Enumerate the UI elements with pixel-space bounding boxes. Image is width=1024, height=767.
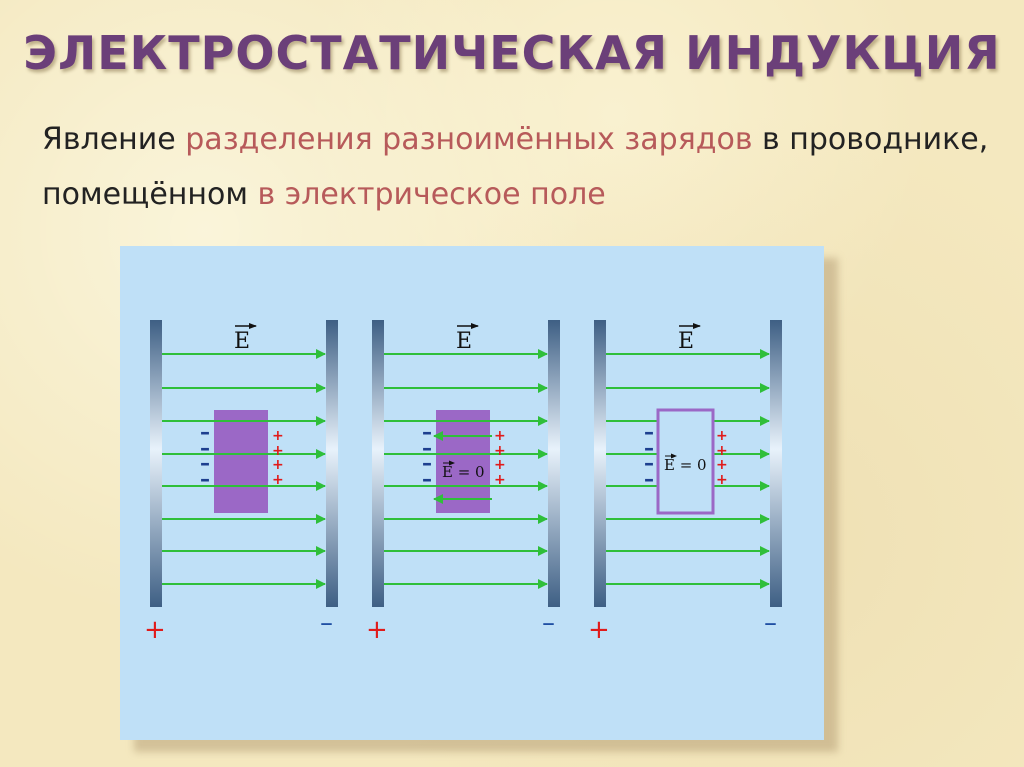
definition-part-3: в проводнике, помещённом [42, 122, 989, 212]
panel-1-induced-plus-4: + [272, 472, 284, 488]
panel-2-induced-minus-1: – [422, 420, 432, 444]
panel-1-plate-plus-sign: + [144, 615, 166, 645]
panel-2-field-label: E [456, 329, 472, 354]
definition-text: Явление разделения разноимённых зарядов … [42, 112, 1002, 222]
panel-2-induced-plus-3: + [494, 457, 506, 473]
panel-3-field-label: E [678, 329, 694, 354]
panel-3-induced-minus-1: – [644, 420, 654, 444]
panel-2-induced-minus-4: – [422, 467, 432, 491]
panel-2-conductor [436, 410, 490, 513]
panel-1-negative-plate [326, 320, 338, 607]
panel-1-induced-minus-4: – [200, 467, 210, 491]
definition-part-1: Явление [42, 122, 186, 157]
diagram-canvas: E––––+++++–EE = 0––––+++++–EE = 0––––+++… [144, 320, 782, 645]
panel-1-induced-plus-1: + [272, 428, 284, 444]
panel-1-plate-minus-sign: – [320, 608, 333, 638]
panel-1-field-label: E [234, 329, 250, 354]
panel-3-induced-plus-2: + [716, 443, 728, 459]
panel-1-induced-plus-3: + [272, 457, 284, 473]
panel-3-plate-minus-sign: – [764, 608, 777, 638]
panel-1-conductor [214, 410, 268, 513]
panel-2-induced-minus-3: – [422, 451, 432, 475]
panel-1-induced-minus-2: – [200, 436, 210, 460]
panel-2-induced-plus-2: + [494, 443, 506, 459]
panel-2-induced-minus-2: – [422, 436, 432, 460]
panel-3-positive-plate [594, 320, 606, 607]
definition-highlight-1: разделения разноимённых зарядов [185, 122, 753, 157]
panel-3-induced-plus-1: + [716, 428, 728, 444]
panel-2-plate-minus-sign: – [542, 608, 555, 638]
panel-1-induced-minus-1: – [200, 420, 210, 444]
panel-1-positive-plate [150, 320, 162, 607]
panel-2-positive-plate [372, 320, 384, 607]
panel-3-plate-plus-sign: + [588, 615, 610, 645]
panel-2-inside-label-bg [440, 463, 488, 482]
panel-1-induced-plus-2: + [272, 443, 284, 459]
panel-3-induced-plus-4: + [716, 472, 728, 488]
panel-3-inside-field-label: E = 0 [664, 456, 707, 474]
panel-2-induced-plus-4: + [494, 472, 506, 488]
panel-3-inside-label-bg [662, 456, 710, 475]
definition-highlight-2: в электрическое поле [257, 177, 606, 212]
panel-2-inside-field-label: E = 0 [442, 463, 485, 481]
panel-3-negative-plate [770, 320, 782, 607]
panel-2-induced-plus-1: + [494, 428, 506, 444]
panel-1-induced-minus-3: – [200, 451, 210, 475]
panel-3-induced-plus-3: + [716, 457, 728, 473]
panel-2-plate-plus-sign: + [366, 615, 388, 645]
panel-3-induced-minus-2: – [644, 436, 654, 460]
panel-2-negative-plate [548, 320, 560, 607]
panel-3-induced-minus-3: – [644, 451, 654, 475]
slide-title: ЭЛЕКТРОСТАТИЧЕСКАЯ ИНДУКЦИЯ [23, 26, 1001, 80]
panel-3-induced-minus-4: – [644, 467, 654, 491]
